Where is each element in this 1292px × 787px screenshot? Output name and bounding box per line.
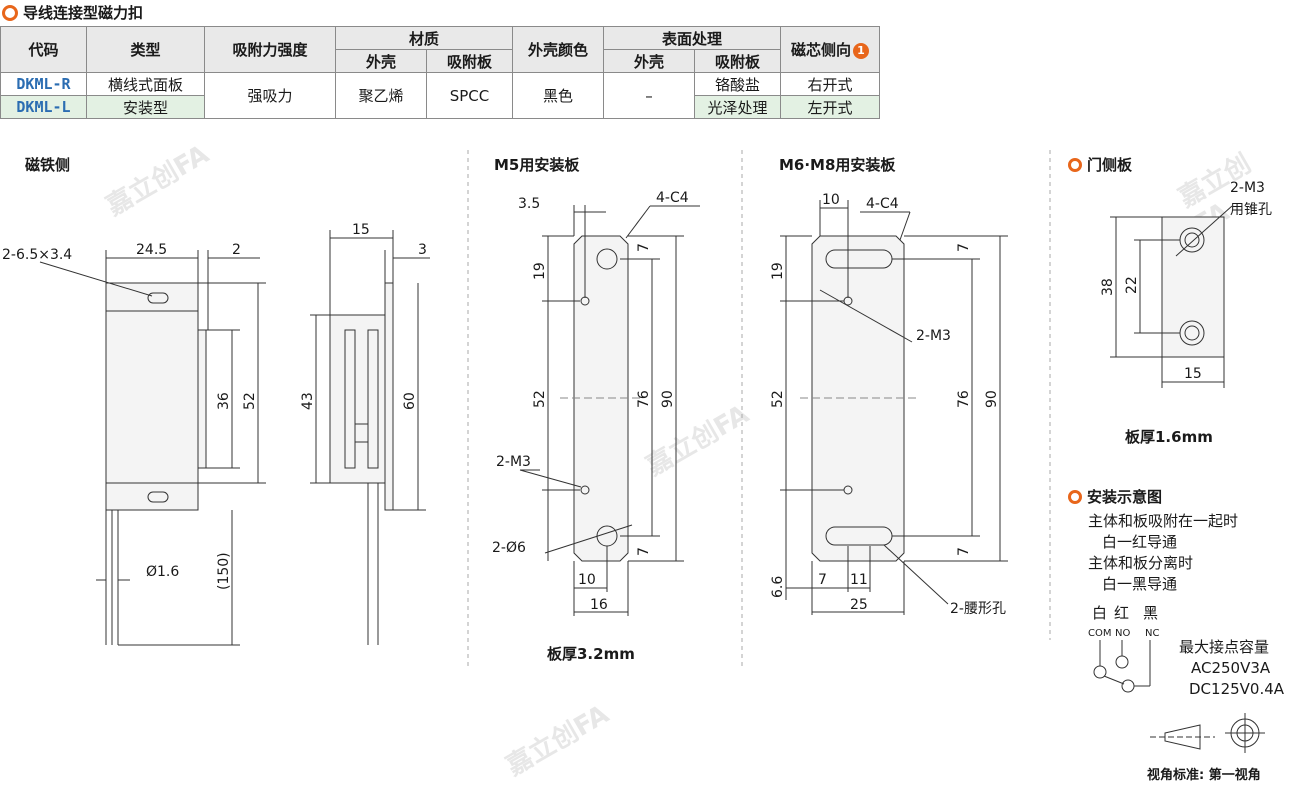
dim-text: 10 [822, 192, 840, 208]
dim-text: 3 [418, 242, 427, 258]
terminal-label: NC [1145, 628, 1159, 639]
th-force: 吸附力强度 [204, 26, 336, 73]
label-door-plate: 门侧板 [1068, 154, 1132, 175]
dim-text: 7 [636, 547, 652, 556]
dim-text: 52 [532, 390, 548, 408]
dim-text: 2-6.5×3.4 [2, 247, 72, 263]
dim-text: 用锥孔 [1230, 202, 1272, 218]
dim-text: 19 [770, 262, 786, 280]
install-note-2: 白一红导通 [1102, 533, 1178, 551]
dim-text: 2-M3 [916, 328, 951, 344]
capacity-title: 最大接点容量 [1179, 638, 1270, 656]
dim-text: 11 [850, 572, 868, 588]
magnet-profile [329, 314, 386, 484]
row1-code: DKML-R [0, 72, 87, 96]
wire-label: 白 [1092, 604, 1107, 622]
dim-text: 3.5 [518, 196, 540, 212]
dim-text: 7 [956, 547, 972, 556]
dim-text: 76 [956, 390, 972, 408]
th-surf-plate: 吸附板 [694, 49, 781, 73]
row2-side: 左开式 [780, 95, 880, 119]
label-magnet-side: 磁铁侧 [25, 156, 71, 174]
m6m8-plate-outline [811, 235, 905, 562]
dim-text: 19 [532, 262, 548, 280]
row2-surf-plate: 光泽处理 [694, 95, 781, 119]
label-install: 安装示意图 [1068, 486, 1162, 507]
capacity-dc: DC125V0.4A [1189, 680, 1285, 698]
dim-text: 43 [300, 392, 316, 410]
dim-text: 15 [1184, 366, 1202, 382]
th-surf-shell: 外壳 [603, 49, 695, 73]
dim-text: Ø1.6 [146, 564, 179, 580]
dim-text: 4-C4 [866, 196, 899, 212]
page-title: 导线连接型磁力扣 [2, 2, 143, 23]
mount-slot [147, 292, 169, 304]
title-text: 导线连接型磁力扣 [23, 4, 144, 22]
label-m5-plate: M5用安装板 [494, 156, 580, 174]
target-bullet-icon [1068, 157, 1082, 172]
cell-force: 强吸力 [204, 72, 336, 119]
dim-text: 38 [1100, 278, 1116, 296]
dim-text: 25 [850, 597, 868, 613]
dim-text: 10 [578, 572, 596, 588]
target-bullet-icon [1068, 489, 1082, 504]
th-surface: 表面处理 [603, 26, 781, 50]
dim-text: 60 [402, 392, 418, 410]
terminal-label: NO [1115, 628, 1130, 639]
dim-text: (150) [216, 552, 232, 590]
row2-code: DKML-L [0, 95, 87, 119]
cell-mat-shell: 聚乙烯 [335, 72, 427, 119]
terminal-label: COM [1088, 628, 1111, 639]
install-note-3: 主体和板分离时 [1088, 554, 1194, 572]
dim-text: 52 [770, 390, 786, 408]
th-code: 代码 [0, 26, 87, 73]
note-badge-icon: 1 [853, 42, 869, 59]
install-note-4: 白一黑导通 [1102, 575, 1178, 593]
dim-text: 7 [636, 243, 652, 252]
dim-text: 6.6 [770, 576, 786, 598]
wire-label: 红 [1114, 604, 1129, 622]
projection-note: 视角标准: 第一视角 [1147, 768, 1261, 783]
dim-text: 2-腰形孔 [950, 601, 1006, 617]
dim-text: 4-C4 [656, 190, 689, 206]
dim-text: 2-M3 [496, 454, 531, 470]
th-type: 类型 [86, 26, 205, 73]
circle-bullet-icon [2, 4, 18, 21]
mount-slot [147, 491, 169, 503]
dim-text: 16 [590, 597, 608, 613]
label-m6m8-plate: M6·M8用安装板 [779, 156, 896, 174]
wire-label: 黑 [1143, 604, 1158, 622]
cell-mat-plate: SPCC [426, 72, 513, 119]
dim-text: 2 [232, 242, 241, 258]
dim-text: 22 [1124, 276, 1140, 294]
th-mat-shell: 外壳 [335, 49, 427, 73]
row2-type: 安装型 [86, 95, 205, 119]
door-plate-outline [1161, 216, 1225, 358]
dim-text: 90 [660, 390, 676, 408]
dim-text: 36 [216, 392, 232, 410]
capacity-ac: AC250V3A [1191, 659, 1271, 677]
dim-text: 76 [636, 390, 652, 408]
th-color: 外壳颜色 [512, 26, 604, 73]
dim-text: 90 [984, 390, 1000, 408]
dim-text: 7 [818, 572, 827, 588]
m5-thickness: 板厚3.2mm [547, 645, 635, 663]
dim-text: 2-Ø6 [492, 540, 526, 556]
install-note-1: 主体和板吸附在一起时 [1088, 512, 1239, 530]
magnet-body [105, 282, 199, 484]
dim-text: 15 [352, 222, 370, 238]
dim-text: 7 [956, 243, 972, 252]
th-mat-plate: 吸附板 [426, 49, 513, 73]
cell-surf-shell: – [603, 72, 695, 119]
dim-text: 52 [242, 392, 258, 410]
dim-text: 24.5 [136, 242, 167, 258]
dim-text: 2-M3 [1230, 180, 1265, 196]
door-thickness: 板厚1.6mm [1125, 428, 1213, 446]
